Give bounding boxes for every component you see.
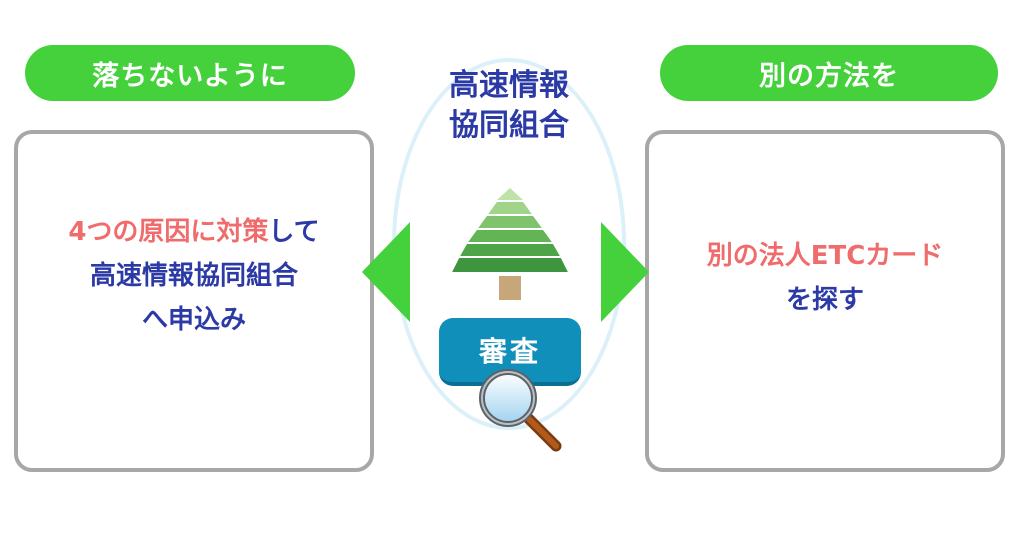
left-header-label: 落ちないように xyxy=(92,60,288,92)
tree-logo-icon xyxy=(450,188,570,300)
right-header-label: 別の方法を xyxy=(759,60,899,92)
org-name-line-2: 協同組合 xyxy=(449,108,569,143)
left-box: 4つの原因に対策して 高速情報協同組合 へ申込み xyxy=(14,130,374,472)
left-line-3: へ申込み xyxy=(141,305,246,335)
org-name-line-1: 高速情報 xyxy=(449,68,569,103)
org-name: 高速情報 協同組合 xyxy=(392,66,626,146)
left-line-1-blue: して xyxy=(268,217,320,247)
left-box-text: 4つの原因に対策して 高速情報協同組合 へ申込み xyxy=(18,210,370,342)
left-line-2: 高速情報協同組合 xyxy=(89,261,298,291)
arrow-right-icon xyxy=(601,222,649,322)
right-box: 別の法人ETCカード を探す xyxy=(645,130,1005,472)
right-header-pill: 別の方法を xyxy=(660,45,998,101)
left-line-1-red: 4つの原因に対策 xyxy=(68,217,269,247)
review-label: 審査 xyxy=(478,335,541,368)
left-header-pill: 落ちないように xyxy=(25,45,355,101)
arrow-left-icon xyxy=(362,222,410,322)
right-line-1: 別の法人ETCカード xyxy=(706,241,944,271)
left-line-1: 4つの原因に対策して xyxy=(18,210,370,254)
right-line-2: を探す xyxy=(785,285,864,315)
magnifier-icon xyxy=(479,369,562,452)
right-box-text: 別の法人ETCカード を探す xyxy=(649,234,1001,322)
